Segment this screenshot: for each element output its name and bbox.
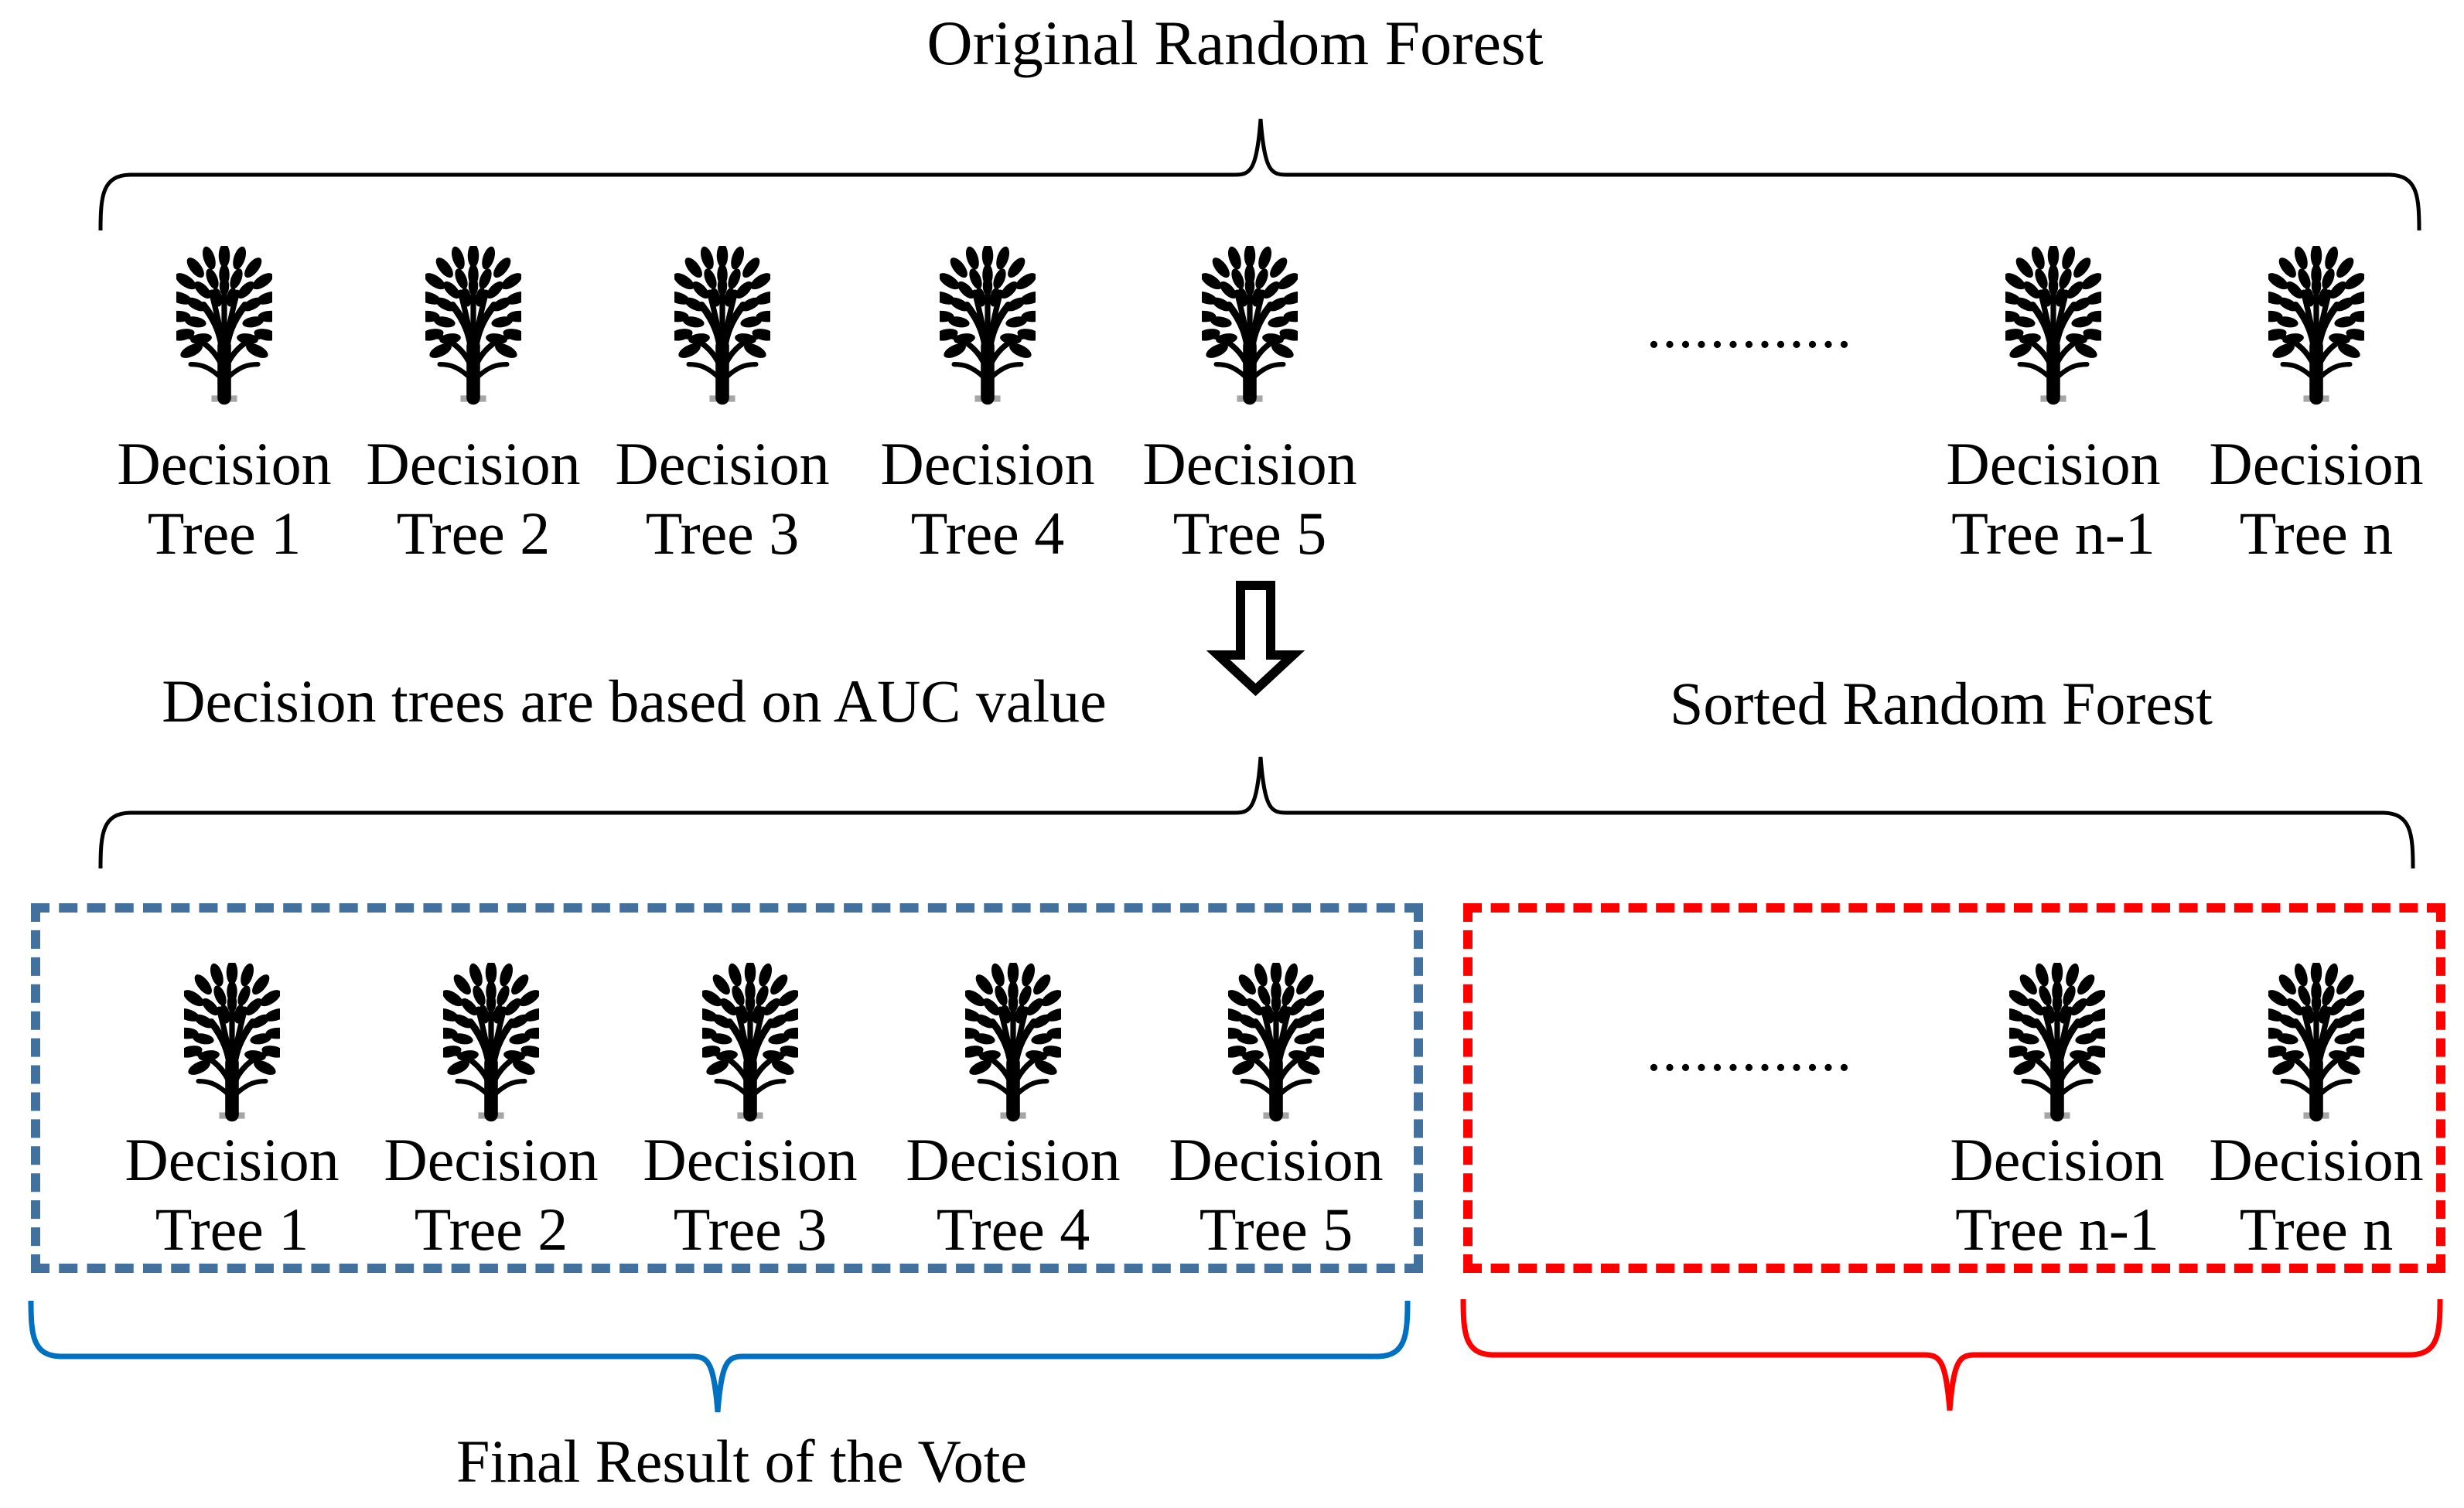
tree-label-line1: Decision	[117, 430, 332, 497]
tree-icon	[2268, 246, 2364, 406]
decision-tree: Decision Tree n-1	[1922, 246, 2185, 568]
decision-tree: Decision Tree 3	[619, 963, 882, 1264]
tree-label-line2: Tree n-1	[1951, 500, 2155, 567]
tree-label-line2: Tree 4	[910, 500, 1065, 567]
discarded-trees-box	[1463, 903, 2445, 1273]
tree-label-line1: Decision	[2209, 430, 2424, 497]
tree-icon	[2009, 963, 2105, 1123]
tree-label-line2: Tree n	[2239, 500, 2394, 567]
tree-label-line1: Decision	[1946, 430, 2161, 497]
tree-label-line2: Tree n	[2239, 1196, 2394, 1263]
tree-label-line1: Decision	[384, 1126, 599, 1193]
tree-label-line2: Tree 2	[396, 500, 551, 567]
tree-icon	[2005, 246, 2101, 406]
tree-label-line2: Tree 5	[1199, 1196, 1353, 1263]
decision-tree: Decision Tree 4	[856, 246, 1119, 568]
selected-trees-box	[31, 903, 1423, 1273]
decision-tree: Decision Tree 1	[101, 963, 363, 1264]
tree-label: Decision Tree 1	[101, 1125, 363, 1264]
tree-label: Decision Tree 5	[1145, 1125, 1408, 1264]
tree-label-line2: Tree 4	[936, 1196, 1090, 1263]
tree-label-line2: Tree 5	[1172, 500, 1327, 567]
tree-icon	[674, 246, 770, 406]
tree-icon	[1202, 246, 1298, 406]
decision-tree: Decision Tree 5	[1145, 963, 1408, 1264]
tree-label: Decision Tree n	[2185, 1125, 2448, 1264]
tree-label-line1: Decision	[643, 1126, 858, 1193]
tree-label: Decision Tree 3	[591, 429, 854, 568]
tree-label-line2: Tree 3	[673, 1196, 828, 1263]
tree-label-line1: Decision	[125, 1126, 340, 1193]
tree-icon	[702, 963, 798, 1123]
tree-label: Decision Tree 1	[93, 429, 356, 568]
tree-label-line2: Tree 2	[414, 1196, 568, 1263]
tree-label: Decision Tree n-1	[1922, 429, 2185, 568]
decision-tree: Decision Tree 5	[1118, 246, 1381, 568]
tree-label: Decision Tree 4	[856, 429, 1119, 568]
tree-icon	[940, 246, 1036, 406]
tree-label: Decision Tree 4	[882, 1125, 1145, 1264]
decision-tree: Decision Tree 4	[882, 963, 1145, 1264]
tree-label: Decision Tree 2	[360, 1125, 623, 1264]
overbrace-original-forest	[98, 118, 2421, 231]
underbrace-discarded	[1460, 1298, 2443, 1411]
decision-tree: Decision Tree 2	[342, 246, 605, 568]
tree-label-line2: Tree 3	[645, 500, 800, 567]
tree-label-line1: Decision	[366, 430, 581, 497]
down-arrow-icon	[1206, 581, 1305, 697]
decision-tree: Decision Tree n	[2185, 963, 2448, 1264]
tree-label-line1: Decision	[2209, 1126, 2424, 1193]
tree-label-line1: Decision	[1950, 1126, 2165, 1193]
tree-label: Decision Tree 5	[1118, 429, 1381, 568]
decision-tree: Decision Tree 2	[360, 963, 623, 1264]
tree-icon	[1228, 963, 1324, 1123]
tree-label-line1: Decision	[615, 430, 830, 497]
tree-label: Decision Tree 3	[619, 1125, 882, 1264]
tree-label-line1: Decision	[1169, 1126, 1384, 1193]
decision-tree: Decision Tree 1	[93, 246, 356, 568]
ellipsis-original: .............	[1646, 293, 1853, 360]
final-result-text: Final Result of the Vote	[456, 1428, 1028, 1495]
tree-icon	[184, 963, 280, 1123]
tree-label: Decision Tree n-1	[1926, 1125, 2189, 1264]
underbrace-vote	[28, 1300, 1411, 1413]
tree-label: Decision Tree 2	[342, 429, 605, 568]
tree-label-line2: Tree n-1	[1955, 1196, 2159, 1263]
tree-icon	[965, 963, 1061, 1123]
tree-label-line1: Decision	[1142, 430, 1357, 497]
tree-label-line2: Tree 1	[155, 1196, 309, 1263]
decision-tree: Decision Tree n	[2185, 246, 2448, 568]
decision-tree: Decision Tree 3	[591, 246, 854, 568]
original-forest-title: Original Random Forest	[927, 8, 1544, 78]
tree-icon	[425, 246, 521, 406]
sorted-forest-title: Sorted Random Forest	[1670, 670, 2213, 737]
ellipsis-sorted: .............	[1646, 1016, 1853, 1083]
tree-icon	[176, 246, 272, 406]
criterion-text: Decision trees are based on AUC value	[162, 667, 1107, 735]
overbrace-sorted-forest	[98, 756, 2415, 869]
tree-label-line1: Decision	[880, 430, 1095, 497]
tree-label: Decision Tree n	[2185, 429, 2448, 568]
tree-icon	[443, 963, 539, 1123]
tree-icon	[2268, 963, 2364, 1123]
tree-label-line1: Decision	[906, 1126, 1121, 1193]
decision-tree: Decision Tree n-1	[1926, 963, 2189, 1264]
tree-label-line2: Tree 1	[147, 500, 302, 567]
